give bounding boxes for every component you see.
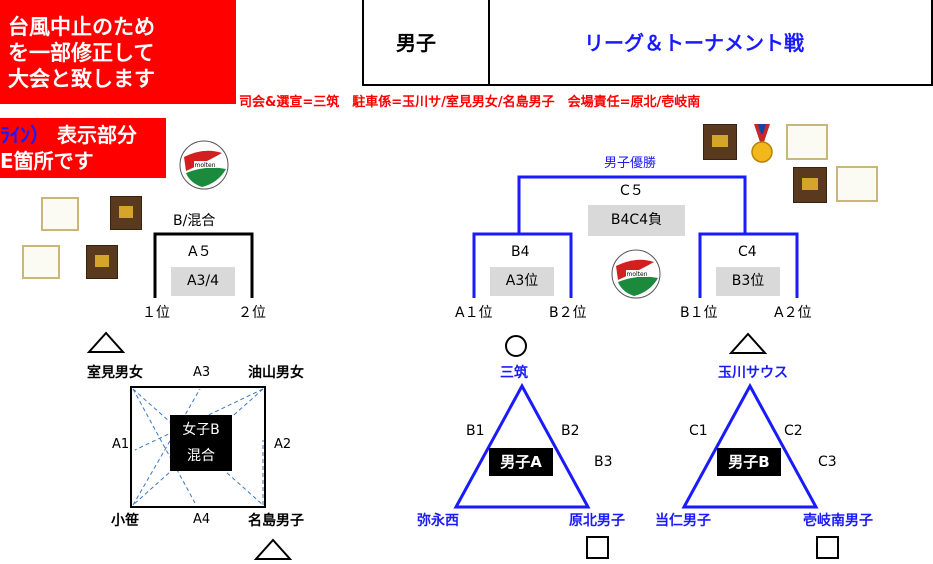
gold-medal-icon — [750, 124, 774, 168]
svg-text:molten: molten — [194, 162, 215, 169]
league-center-bottom: 混合 — [187, 448, 215, 464]
semi-right-match-id: C4 — [738, 244, 757, 260]
trophy-plaque-icon — [86, 245, 118, 279]
certificate-icon — [786, 124, 828, 160]
notice-line: 大会と致します — [8, 67, 155, 91]
notice-line: を一部修正して — [8, 41, 155, 65]
boys-a-edge-bottom: B3 — [594, 454, 613, 470]
match-edge-right: A2 — [274, 437, 292, 452]
boys-a-bottom-right-team: 原北男子 — [569, 513, 625, 529]
team-top-right: 油山男女 — [248, 365, 304, 381]
boys-a-edge-right: B2 — [561, 423, 580, 439]
mixed-right-seed: ２位 — [238, 305, 266, 321]
header-divider — [488, 0, 490, 86]
boys-a-league-label: 男子A — [489, 448, 553, 476]
staff-assignments: 司会&選宣=三筑 駐車係=玉川サ/室見男女/名島男子 会場責任=原北/壱岐南 — [239, 95, 701, 110]
correction-notice: ﾗｲﾝ） 表示部分 E箇所です — [0, 118, 166, 178]
semi-left-pairing: A3位 — [490, 267, 554, 296]
champion-label: 男子優勝 — [604, 156, 657, 171]
semi-left-seed-b: B２位 — [549, 305, 587, 321]
boys-b-edge-right: C2 — [784, 423, 803, 439]
notice-highlight: ﾗｲﾝ） — [0, 123, 50, 147]
notice-text: 表示部分 — [56, 123, 137, 147]
certificate-icon — [41, 197, 79, 231]
mixed-left-seed: １位 — [142, 305, 170, 321]
semi-left-match-id: B4 — [511, 244, 530, 260]
boys-b-top-team: 玉川サウス — [718, 365, 788, 381]
team-bottom-left: 小笹 — [111, 513, 139, 529]
boys-b-bottom-left-team: 当仁男子 — [655, 513, 711, 529]
volleyball-icon: molten — [178, 139, 230, 195]
boys-b-edge-bottom: C3 — [818, 454, 837, 470]
mixed-pairing: A3/4 — [171, 267, 235, 296]
header-table — [362, 0, 933, 86]
certificate-icon — [836, 166, 878, 202]
semi-left-seed-a: A１位 — [455, 305, 493, 321]
boys-b-league-label: 男子B — [717, 448, 781, 476]
league-center-label: 女子B 混合 — [170, 415, 232, 471]
boys-b-edge-left: C1 — [689, 423, 708, 439]
match-edge-left: A1 — [112, 437, 130, 452]
notice-text: E箇所です — [0, 149, 94, 173]
match-edge-bottom: A4 — [193, 512, 211, 527]
trophy-plaque-icon — [703, 124, 737, 160]
semi-right-seed-b: A２位 — [774, 305, 812, 321]
mixed-bracket-title: B/混合 — [173, 213, 216, 229]
final-pairing: B4C4負 — [588, 205, 685, 236]
boys-a-edge-left: B1 — [466, 423, 485, 439]
svg-text:molten: molten — [626, 271, 647, 278]
trophy-plaque-icon — [110, 196, 142, 230]
format-label: リーグ＆トーナメント戦 — [584, 31, 804, 55]
match-edge-top: A3 — [193, 365, 211, 380]
team-top-left: 室見男女 — [87, 365, 143, 381]
certificate-icon — [22, 245, 60, 279]
league-center-top: 女子B — [182, 422, 220, 438]
category-label: 男子 — [396, 31, 436, 55]
semi-right-seed-a: B１位 — [680, 305, 718, 321]
volleyball-icon: molten — [610, 248, 662, 304]
trophy-plaque-icon — [793, 167, 827, 203]
boys-b-bottom-right-team: 壱岐南男子 — [803, 513, 873, 529]
boys-a-bottom-left-team: 弥永西 — [417, 513, 459, 529]
team-bottom-right: 名島男子 — [248, 513, 304, 529]
semi-right-pairing: B3位 — [716, 267, 780, 296]
final-match-id: C５ — [620, 183, 644, 199]
mixed-match-id: A５ — [188, 244, 212, 260]
cancellation-notice: 台風中止のため を一部修正して 大会と致します — [0, 0, 236, 104]
notice-line: 台風中止のため — [8, 15, 155, 39]
boys-a-top-team: 三筑 — [500, 365, 528, 381]
